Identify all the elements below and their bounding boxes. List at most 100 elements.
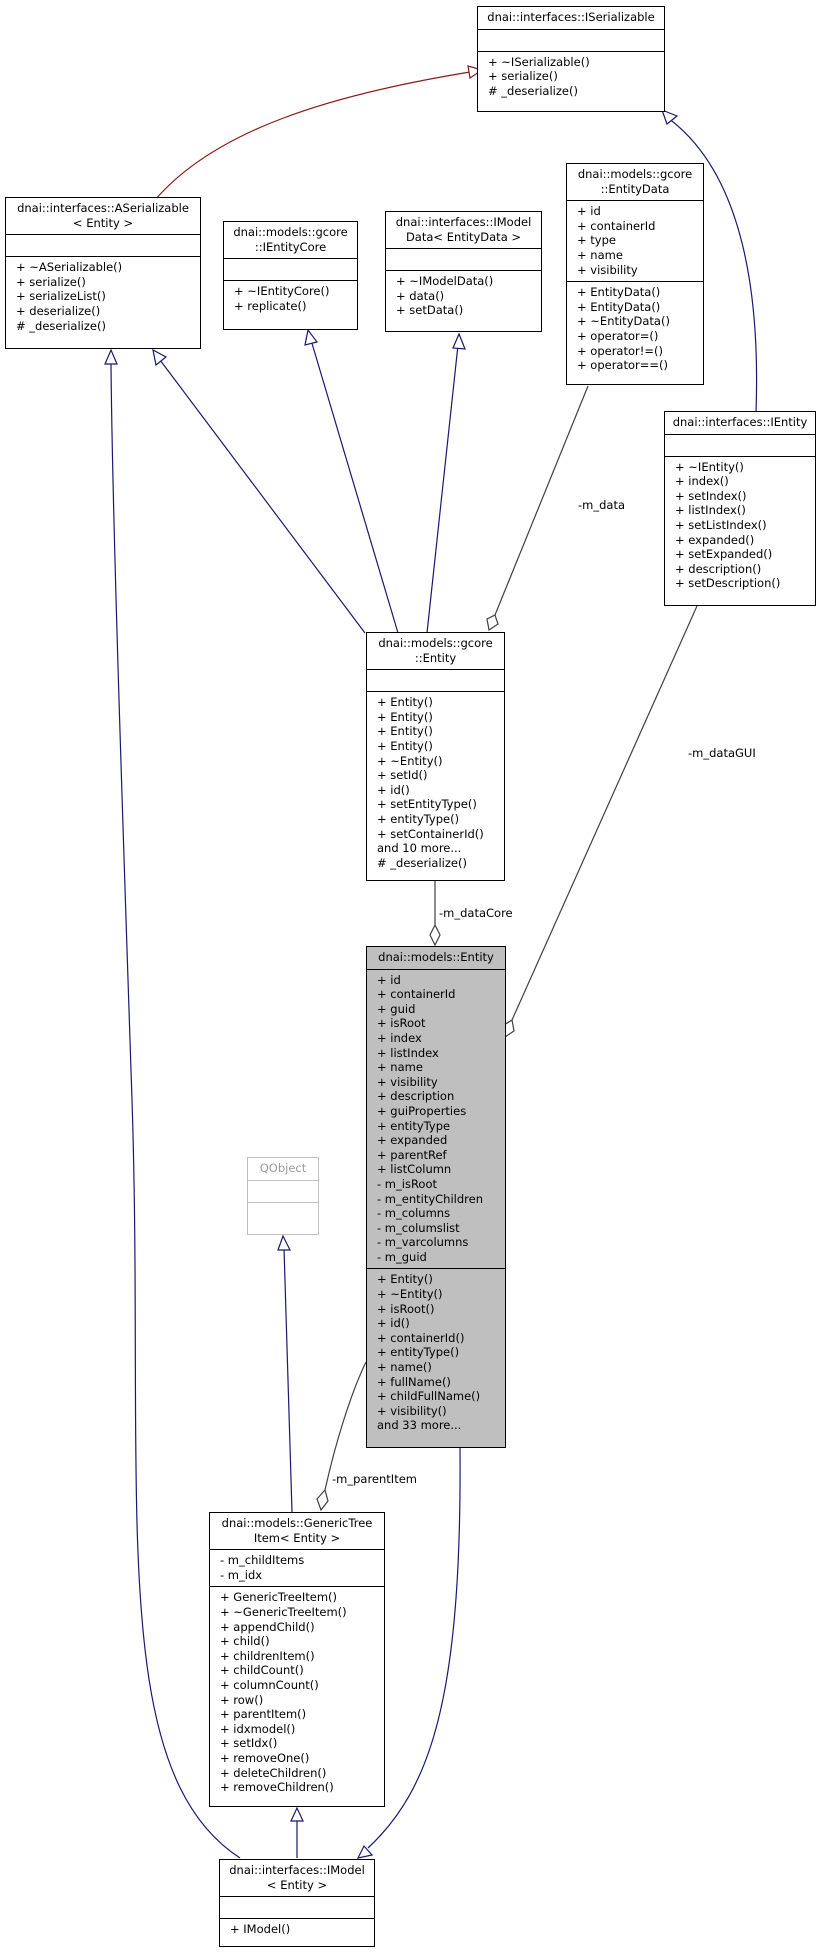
class-attribute: + containerId bbox=[577, 218, 656, 233]
class-method: + EntityData() bbox=[577, 285, 661, 300]
class-title-line: dnai::interfaces::IModel bbox=[395, 215, 532, 229]
class-attribute: + name bbox=[377, 1060, 423, 1075]
class-method: + index() bbox=[675, 474, 729, 489]
class-method: # _deserialize() bbox=[377, 855, 467, 870]
class-attribute: + entityType bbox=[377, 1118, 451, 1133]
class-method: # _deserialize() bbox=[488, 83, 578, 98]
diamond-m_parentItem bbox=[316, 1488, 329, 1512]
arrowhead-ientitycore bbox=[304, 328, 319, 346]
class-attribute: + guiProperties bbox=[377, 1103, 467, 1118]
class-method: and 33 more... bbox=[377, 1418, 462, 1433]
class-method: + ~Entity() bbox=[377, 1287, 443, 1302]
class-title-line: < Entity > bbox=[72, 215, 134, 230]
class-methods-section: + Entity()+ Entity()+ Entity()+ Entity()… bbox=[367, 691, 504, 874]
edge-generictreeitem-qobject bbox=[283, 1247, 293, 1513]
class-method: + id() bbox=[377, 782, 410, 797]
class-ientitycore[interactable]: dnai::models::gcore::IEntityCore+ ~IEnti… bbox=[223, 221, 358, 330]
class-method: + Entity() bbox=[377, 724, 433, 739]
class-method: + setContainerId() bbox=[377, 826, 484, 841]
class-entitydata[interactable]: dnai::models::gcore::EntityData+ id+ con… bbox=[566, 163, 704, 385]
class-title-line: dnai::models::GenericTree bbox=[221, 1516, 373, 1530]
class-attribute: - m_guid bbox=[377, 1249, 427, 1264]
class-method: + setDescription() bbox=[675, 576, 781, 591]
arrowhead-aserializable-1 bbox=[152, 348, 168, 367]
class-method: + deleteChildren() bbox=[220, 1765, 327, 1780]
class-method: + fullName() bbox=[377, 1374, 451, 1389]
class-title: dnai::interfaces::ASerializable< Entity … bbox=[6, 198, 200, 234]
class-attribute: + expanded bbox=[377, 1133, 448, 1148]
edge-gcore-entity-ientitycore bbox=[310, 339, 399, 634]
edge-aserializable-iserializable bbox=[154, 71, 471, 201]
class-methods-section: + GenericTreeItem()+ ~GenericTreeItem()+… bbox=[210, 1586, 384, 1798]
class-method: + child() bbox=[220, 1634, 270, 1649]
class-title: dnai::interfaces::ISerializable bbox=[478, 7, 664, 29]
class-methods-section: + ~ISerializable()+ serialize()# _deseri… bbox=[478, 50, 664, 103]
arrowhead-generictreeitem bbox=[290, 1806, 304, 1822]
class-attribute: + parentRef bbox=[377, 1147, 447, 1162]
class-title-line: ::Entity bbox=[414, 650, 457, 665]
class-methods-section: + Entity()+ ~Entity()+ isRoot()+ id()+ c… bbox=[367, 1268, 505, 1437]
class-method: + setIdx() bbox=[220, 1736, 278, 1751]
class-attrs-section bbox=[478, 28, 664, 51]
class-method: + entityType() bbox=[377, 1345, 460, 1360]
class-method: + entityType() bbox=[377, 811, 460, 826]
edge-label-m-parentitem: -m_parentItem bbox=[332, 1472, 417, 1486]
class-title-line: dnai::models::gcore bbox=[378, 636, 493, 650]
class-method: + ~IEntity() bbox=[675, 459, 744, 474]
class-methods-section: + ~IEntityCore()+ replicate() bbox=[224, 280, 357, 317]
class-models-entity[interactable]: dnai::models::Entity+ id+ containerId+ g… bbox=[366, 946, 506, 1448]
edge-label-m-data: -m_data bbox=[578, 498, 626, 512]
class-method: + Entity() bbox=[377, 695, 433, 710]
class-method: + visibility() bbox=[377, 1403, 447, 1418]
class-method: + ~ASerializable() bbox=[16, 260, 123, 275]
class-method: + removeChildren() bbox=[220, 1780, 334, 1795]
class-method: + ~EntityData() bbox=[577, 314, 670, 329]
class-method: + id() bbox=[377, 1316, 410, 1331]
class-method: + ~IEntityCore() bbox=[234, 284, 330, 299]
class-attribute: + visibility bbox=[577, 262, 638, 277]
class-attribute: + listIndex bbox=[377, 1045, 439, 1060]
class-attribute: - m_columslist bbox=[377, 1220, 460, 1235]
class-aserializable[interactable]: dnai::interfaces::ASerializable< Entity … bbox=[5, 197, 201, 349]
class-title: dnai::models::gcore::IEntityCore bbox=[224, 222, 357, 258]
class-methods-section: + ~IEntity()+ index()+ setIndex()+ listI… bbox=[665, 455, 815, 595]
class-imodel[interactable]: dnai::interfaces::IModel< Entity >+ IMod… bbox=[219, 1859, 375, 1947]
class-method: + ~Entity() bbox=[377, 753, 443, 768]
class-attrs-section bbox=[6, 234, 200, 256]
class-qobject[interactable]: QObject bbox=[247, 1157, 319, 1235]
edge-label-m-datagui: -m_dataGUI bbox=[688, 746, 756, 760]
class-title-line: Data< EntityData > bbox=[405, 229, 522, 244]
arrowhead-models-entity-imodel bbox=[356, 1844, 374, 1859]
class-method: + childrenItem() bbox=[220, 1648, 315, 1663]
class-attribute: + listColumn bbox=[377, 1162, 452, 1177]
class-iserializable[interactable]: dnai::interfaces::ISerializable+ ~ISeria… bbox=[477, 6, 665, 112]
class-attribute: + id bbox=[577, 204, 601, 219]
class-attrs-section: + id+ containerId+ type+ name+ visibilit… bbox=[567, 200, 703, 281]
class-title-line: dnai::models::gcore bbox=[233, 225, 348, 239]
class-method: + operator!=() bbox=[577, 343, 663, 358]
class-method: + parentItem() bbox=[220, 1707, 307, 1722]
class-gcore-entity[interactable]: dnai::models::gcore::Entity+ Entity()+ E… bbox=[366, 632, 505, 881]
class-methods-section: + ~IModelData()+ data()+ setData() bbox=[386, 270, 541, 322]
class-method: + setExpanded() bbox=[675, 547, 773, 562]
class-title-line: dnai::models::gcore bbox=[577, 167, 693, 181]
class-attribute: + guid bbox=[377, 1001, 416, 1016]
class-method: + serialize() bbox=[16, 274, 86, 289]
diamond-m_data bbox=[486, 614, 499, 632]
arrowhead-iserializable-2 bbox=[660, 108, 679, 125]
class-attrs-section: - m_childItems- m_idx bbox=[210, 1549, 384, 1586]
class-method: + childFullName() bbox=[377, 1389, 481, 1404]
class-ientity[interactable]: dnai::interfaces::IEntity+ ~IEntity()+ i… bbox=[664, 411, 816, 606]
class-method: + operator==() bbox=[577, 358, 668, 373]
class-attribute: - m_entityChildren bbox=[377, 1191, 483, 1206]
class-method: + setId() bbox=[377, 768, 428, 783]
edge-gcore-entity-aserializable bbox=[159, 359, 366, 634]
class-title-line: Item< Entity > bbox=[253, 1530, 341, 1545]
class-method: + idxmodel() bbox=[220, 1721, 296, 1736]
class-attrs-section bbox=[220, 1896, 374, 1918]
class-title: dnai::models::gcore::Entity bbox=[367, 633, 504, 669]
class-attribute: - m_idx bbox=[220, 1567, 263, 1582]
